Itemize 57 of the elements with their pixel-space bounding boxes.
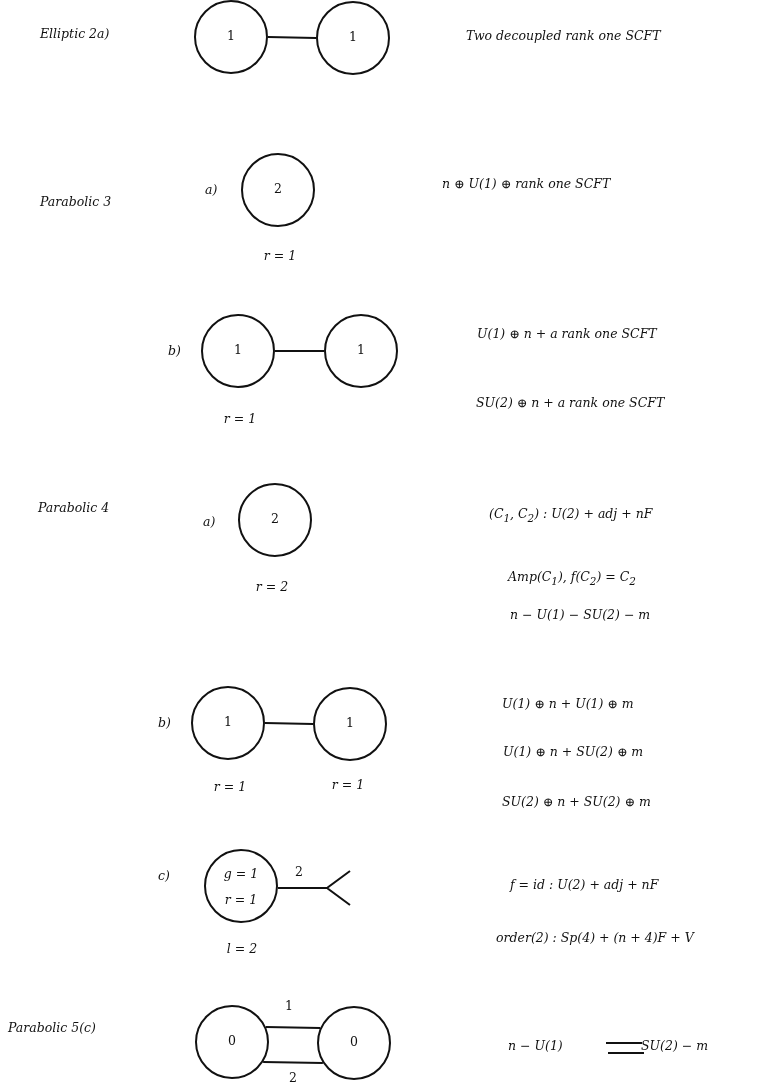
formula-text: Parabolic 3 (40, 193, 112, 209)
formula-text: U(1) ⊕ n + U(1) ⊕ m (502, 695, 634, 711)
formula-text: U(1) ⊕ n + a rank one SCFT (477, 325, 657, 341)
circle-node (238, 483, 312, 557)
circle-node (241, 153, 315, 227)
node-text: 1 (345, 714, 355, 730)
formula-text: n ⊕ U(1) ⊕ rank one SCFT (442, 175, 611, 191)
node-text: 2 (270, 510, 280, 526)
circle-node (316, 1, 390, 75)
connector-line (262, 1061, 324, 1064)
formula-text: order(2) : Sp(4) + (n + 4)F + V (496, 929, 694, 945)
formula-text: a) (205, 181, 218, 197)
circle-node (313, 687, 387, 761)
formula-text: b) (158, 714, 171, 730)
circle-node (317, 1006, 391, 1080)
circle-node (201, 314, 275, 388)
formula-text: c) (158, 867, 170, 883)
connector-line (264, 722, 314, 725)
circle-node (204, 849, 278, 923)
formula-text: Parabolic 5(c) (8, 1019, 96, 1035)
node-text: 1 (233, 341, 243, 357)
formula-text: SU(2) − m (641, 1037, 709, 1053)
node-text: 1 (226, 27, 236, 43)
circle-node (195, 1005, 269, 1079)
connector-line (264, 1026, 322, 1029)
node-text: r = 1 (223, 891, 259, 907)
node-text: 1 (348, 28, 358, 44)
formula-text: Parabolic 4 (38, 499, 110, 515)
node-text: g = 1 (222, 865, 260, 881)
formula-text: b) (168, 342, 181, 358)
node-text: 1 (223, 713, 233, 729)
node-text: 1 (356, 341, 366, 357)
circle-node (194, 0, 268, 74)
edge-label: 2 (287, 1069, 299, 1085)
formula-text: SU(2) ⊕ n + SU(2) ⊕ m (502, 793, 651, 809)
connector-line (267, 36, 317, 39)
formula-text: Two decoupled rank one SCFT (466, 27, 661, 43)
formula-text: f = id : U(2) + adj + nF (510, 876, 659, 892)
formula-text: Elliptic 2a) (40, 25, 110, 41)
edge-label: 2 (293, 863, 305, 879)
formula-text: SU(2) ⊕ n + a rank one SCFT (476, 394, 665, 410)
node-text: 0 (227, 1032, 237, 1048)
formula-text: Amp(C$_{1}$), f(C$_{2}$) = C$_{2}$ (508, 569, 636, 587)
formula-text: n − U(1) (508, 1037, 563, 1053)
circle-node (191, 686, 265, 760)
formula-text: a) (203, 513, 216, 529)
edge-label: 1 (283, 997, 295, 1013)
node-text: 2 (273, 180, 283, 196)
node-caption: r = 2 (253, 578, 291, 594)
node-text: 0 (349, 1033, 359, 1049)
connector-line (274, 350, 325, 352)
formula-text: n − U(1) − SU(2) − m (510, 606, 651, 622)
formula-text: U(1) ⊕ n + SU(2) ⊕ m (503, 743, 644, 759)
node-caption: l = 2 (224, 940, 260, 956)
circle-node (324, 314, 398, 388)
formula-text: (C$_{1}$, C$_{2}$) : U(2) + adj + nF (489, 506, 653, 524)
fork-line (276, 870, 351, 906)
